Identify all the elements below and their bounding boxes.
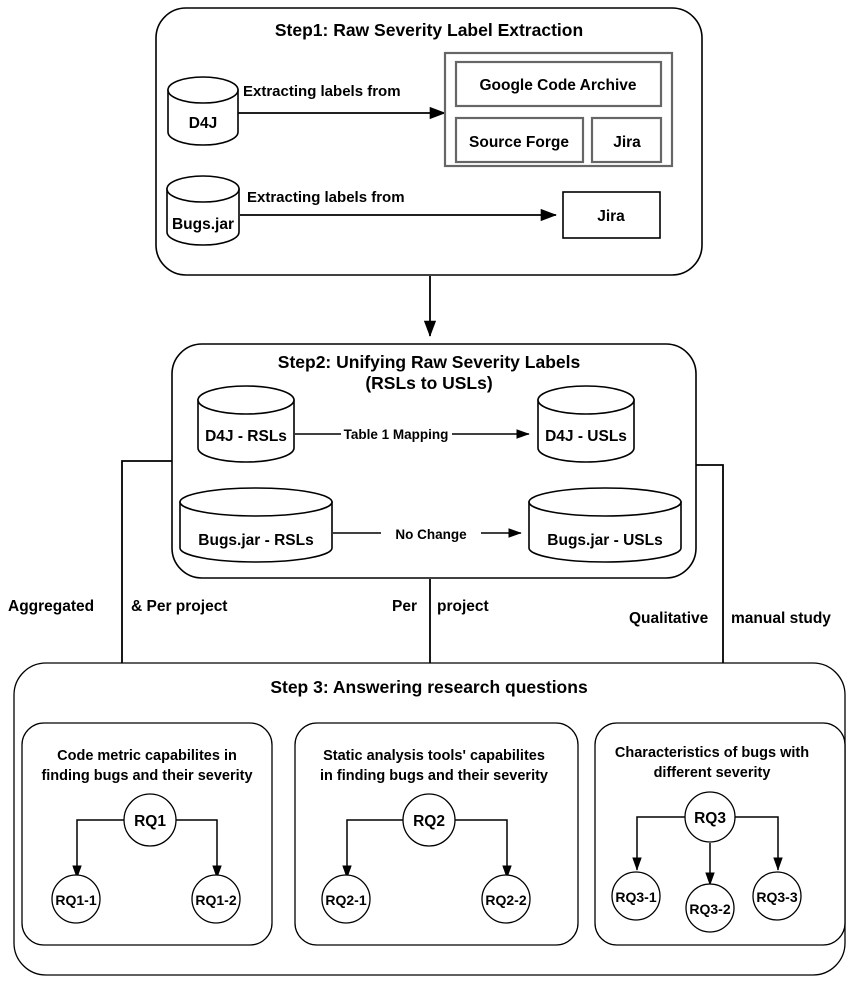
node-rq2-label: RQ2 <box>413 813 445 830</box>
edge-table1-mapping-label: Table 1 Mapping <box>344 427 449 442</box>
branch-label-qualitative-part1: Qualitative <box>629 610 709 627</box>
step3-title: Step 3: Answering research questions <box>270 677 588 697</box>
node-rq1-label: RQ1 <box>134 813 166 830</box>
jira-box-top[interactable] <box>590 116 663 164</box>
google-code-archive-label: Google Code Archive <box>479 77 636 94</box>
panel-rq2-edge-left <box>342 819 428 879</box>
step1-title: Step1: Raw Severity Label Extraction <box>275 20 583 40</box>
node-rq3-1[interactable] <box>611 871 661 921</box>
d4j-rsls: D4J - RSLs <box>197 385 295 463</box>
panel-rq3-heading-line1: Characteristics of bugs with <box>615 745 809 761</box>
source-forge-label: Source Forge <box>469 134 569 151</box>
node-rq2[interactable] <box>402 793 456 847</box>
panel-rq2-heading-line1: Static analysis tools' capabilites <box>323 748 545 764</box>
bugsjar-rsls: Bugs.jar - RSLs <box>179 487 333 563</box>
node-rq2-2-label: RQ2-2 <box>485 892 526 908</box>
node-rq3-3-label: RQ3-3 <box>756 889 797 905</box>
node-rq2-1[interactable] <box>321 874 371 924</box>
panel-rq2-edge-right <box>451 819 512 879</box>
step2-title-line2: (RSLs to USLs) <box>365 373 492 393</box>
bugsjar-label: Bugs.jar <box>172 216 234 233</box>
jira-box-bottom[interactable] <box>562 191 661 239</box>
jira-label-top: Jira <box>613 134 641 151</box>
panel-rq3-heading-line2: different severity <box>654 765 771 781</box>
d4j-label: D4J <box>189 115 217 132</box>
d4j-usls-label: D4J - USLs <box>545 428 627 445</box>
panel-rq1-edge-right <box>172 819 222 879</box>
edge-bugsjar-to-jira: Extracting labels from Jira <box>240 189 661 239</box>
panel-rq1-heading-line2: finding bugs and their severity <box>41 768 252 784</box>
edge-bugsjar-label: Extracting labels from <box>247 189 405 206</box>
branch-label-qualitative-part2: manual study <box>731 610 831 627</box>
branch-label-per-project-part2: project <box>437 598 489 615</box>
node-rq2-2[interactable] <box>481 874 531 924</box>
step3-container: Step 3: Answering research questions Cod… <box>13 662 846 976</box>
edge-d4j-label: Extracting labels from <box>243 83 401 100</box>
edge-no-change-label: No Change <box>395 527 467 542</box>
node-rq1-2-label: RQ1-2 <box>195 892 236 908</box>
node-rq3-2-label: RQ3-2 <box>689 901 730 917</box>
edge-no-change: No Change <box>333 527 522 542</box>
d4j-usls: D4J - USLs <box>537 385 635 463</box>
node-rq2-1-label: RQ2-1 <box>325 892 366 908</box>
node-rq1[interactable] <box>123 793 177 847</box>
node-rq3-label: RQ3 <box>694 810 726 827</box>
panel-rq3: Characteristics of bugs with different s… <box>594 722 846 946</box>
panel-rq2: Static analysis tools' capabilites in fi… <box>294 722 579 946</box>
step1-container: Step1: Raw Severity Label Extraction D4J… <box>155 7 703 276</box>
node-rq3-2[interactable] <box>685 883 735 933</box>
bugsjar-usls: Bugs.jar - USLs <box>528 487 682 563</box>
node-rq3-1-label: RQ3-1 <box>615 889 656 905</box>
google-code-archive-box[interactable] <box>454 60 663 108</box>
node-rq1-1[interactable] <box>51 874 101 924</box>
edge-d4j-to-trackers: Extracting labels from <box>238 83 446 120</box>
source-forge-box[interactable] <box>454 116 585 164</box>
branch-label-per-project-part1: Per <box>392 598 417 615</box>
connector-step2-rq3 <box>696 464 730 723</box>
jira-label-bottom: Jira <box>597 208 625 225</box>
panel-rq1: Code metric capabilites in finding bugs … <box>21 722 273 946</box>
branch-labels: Aggregated & Per project Per project Qua… <box>8 598 831 627</box>
step2-title-line1: Step2: Unifying Raw Severity Labels <box>278 352 581 372</box>
node-rq1-1-label: RQ1-1 <box>55 892 96 908</box>
panel-rq2-heading-line2: in finding bugs and their severity <box>320 768 548 784</box>
branch-label-aggregated-part1: Aggregated <box>8 598 94 615</box>
panel-rq1-heading-line1: Code metric capabilites in <box>57 748 237 764</box>
d4j-rsls-label: D4J - RSLs <box>205 428 287 445</box>
node-rq3-3[interactable] <box>752 871 802 921</box>
node-rq1-2[interactable] <box>191 874 241 924</box>
bugsjar-usls-label: Bugs.jar - USLs <box>547 532 662 549</box>
node-rq3[interactable] <box>684 791 736 843</box>
branch-label-aggregated-part2: & Per project <box>131 598 227 615</box>
step2-container: Step2: Unifying Raw Severity Labels (RSL… <box>171 343 697 579</box>
edge-table1-mapping: Table 1 Mapping <box>295 427 530 442</box>
bugsjar-rsls-label: Bugs.jar - RSLs <box>198 532 313 549</box>
panel-rq3-edge-right <box>732 816 783 871</box>
bugsjar-datastore: Bugs.jar <box>166 175 240 246</box>
tracker-group: Google Code Archive Source Forge Jira <box>443 51 674 168</box>
d4j-datastore: D4J <box>167 76 239 146</box>
